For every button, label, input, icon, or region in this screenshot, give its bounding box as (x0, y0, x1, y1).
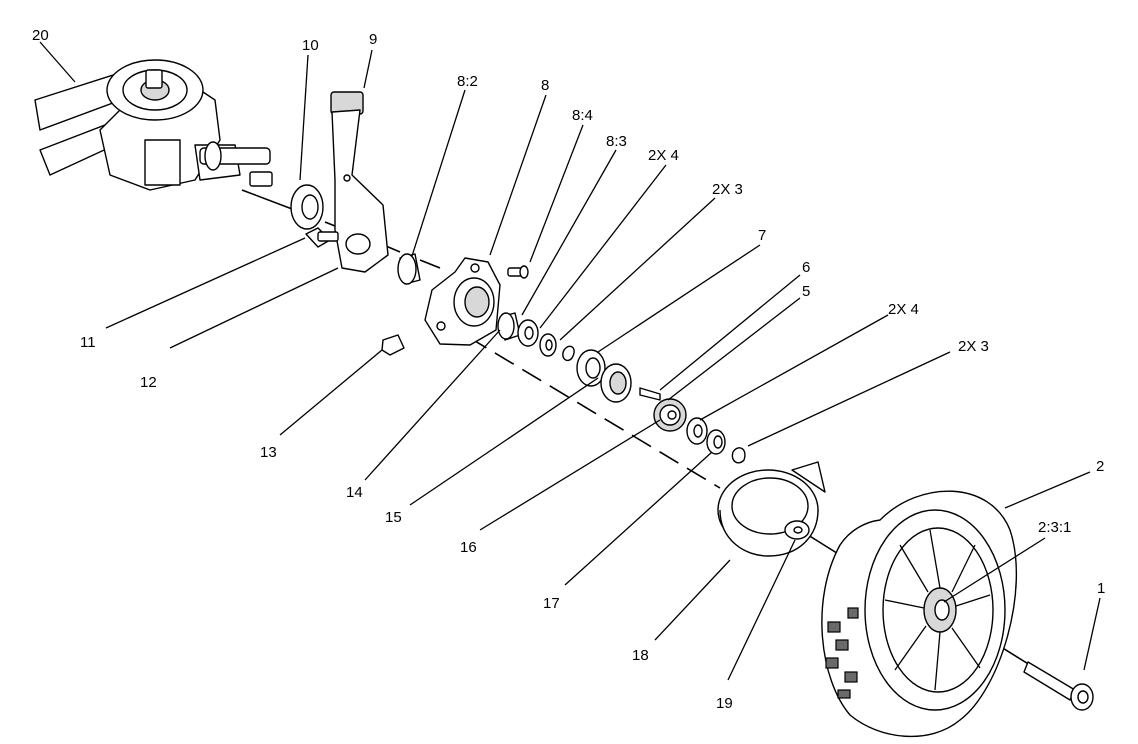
leader-8-3 (521, 149, 617, 316)
leader-2-3-1 (943, 537, 1046, 603)
clip-part-3-b (731, 447, 746, 464)
leader-12 (169, 267, 339, 349)
leader-7 (597, 244, 761, 353)
callout-20: 20 (32, 27, 49, 44)
wheel-cover-part-18 (717, 461, 826, 557)
washer-part-4-a (517, 319, 539, 347)
callout-7: 7 (758, 227, 766, 244)
bracket-part-9 (330, 91, 389, 273)
callout-17: 17 (543, 595, 560, 612)
leader-2x4-b (699, 314, 889, 421)
callout-16: 16 (460, 539, 477, 556)
callout-5: 5 (802, 283, 810, 300)
callout-19: 19 (716, 695, 733, 712)
leader-13 (279, 349, 383, 436)
callout-8-4: 8:4 (572, 107, 593, 124)
callout-2x4-a: 2X 4 (648, 147, 679, 164)
callout-14: 14 (346, 484, 363, 501)
leader-2x3-a (559, 197, 716, 341)
bearing-part-7 (600, 363, 632, 403)
leader-17 (564, 451, 713, 586)
leader-5 (667, 297, 801, 401)
callout-2x3-a: 2X 3 (712, 181, 743, 198)
leader-8-4 (529, 124, 584, 263)
shoulder-bolt-part-1 (1023, 661, 1094, 711)
transmission-housing (99, 59, 273, 191)
callout-8-3: 8:3 (606, 133, 627, 150)
leader-6 (659, 274, 801, 391)
callout-11: 11 (80, 334, 96, 351)
callout-1: 1 (1097, 580, 1105, 597)
callout-2-3-1: 2:3:1 (1038, 519, 1071, 536)
spacer-part-8-2 (397, 253, 421, 285)
washer-part-4-b (686, 417, 708, 445)
leader-2x4-a (539, 164, 667, 329)
leader-8 (489, 94, 547, 256)
leader-10 (299, 54, 309, 181)
key-part-6 (639, 387, 661, 401)
callout-8-2: 8:2 (457, 73, 478, 90)
callout-2x3-b: 2X 3 (958, 338, 989, 355)
leader-19 (727, 539, 796, 681)
bushing-part-17 (706, 429, 726, 455)
leader-15 (409, 377, 599, 506)
callout-2x4-b: 2X 4 (888, 301, 919, 318)
bolt-part-11 (305, 227, 339, 248)
callout-15: 15 (385, 509, 402, 526)
callout-labels: 20 10 9 8:2 8 8:4 8:3 2X 4 2X 3 7 6 5 2X… (32, 27, 1105, 712)
callout-13: 13 (260, 444, 277, 461)
leader-2x3-b (747, 351, 951, 447)
leader-lines (39, 41, 1101, 681)
leader-9 (363, 49, 373, 89)
leader-8-2 (411, 89, 466, 257)
leader-11 (105, 237, 306, 329)
leader-16 (479, 419, 661, 531)
grease-fitting-part-8-4 (507, 265, 529, 279)
callout-18: 18 (632, 647, 649, 664)
callout-6: 6 (802, 259, 810, 276)
washer-part-19 (784, 520, 810, 540)
callout-10: 10 (302, 37, 319, 54)
wheel-part-2 (821, 490, 1018, 738)
washer-part-10 (290, 184, 324, 230)
callout-9: 9 (369, 31, 377, 48)
leader-2 (1004, 471, 1091, 509)
callout-8: 8 (541, 77, 549, 94)
ring-part-7 (562, 345, 575, 362)
nut-part-13 (381, 334, 405, 356)
bearing-housing-part-8 (424, 257, 501, 346)
bushing-part-14 (497, 312, 521, 341)
pinion-gear-part-16 (653, 398, 687, 432)
callout-12: 12 (140, 374, 157, 391)
leader-20 (39, 41, 76, 83)
washer-part-15 (576, 349, 606, 387)
leader-14 (364, 329, 501, 481)
leader-1 (1083, 597, 1101, 671)
leader-18 (654, 559, 731, 641)
clip-part-3-a (539, 333, 557, 357)
callout-2: 2 (1096, 458, 1104, 475)
